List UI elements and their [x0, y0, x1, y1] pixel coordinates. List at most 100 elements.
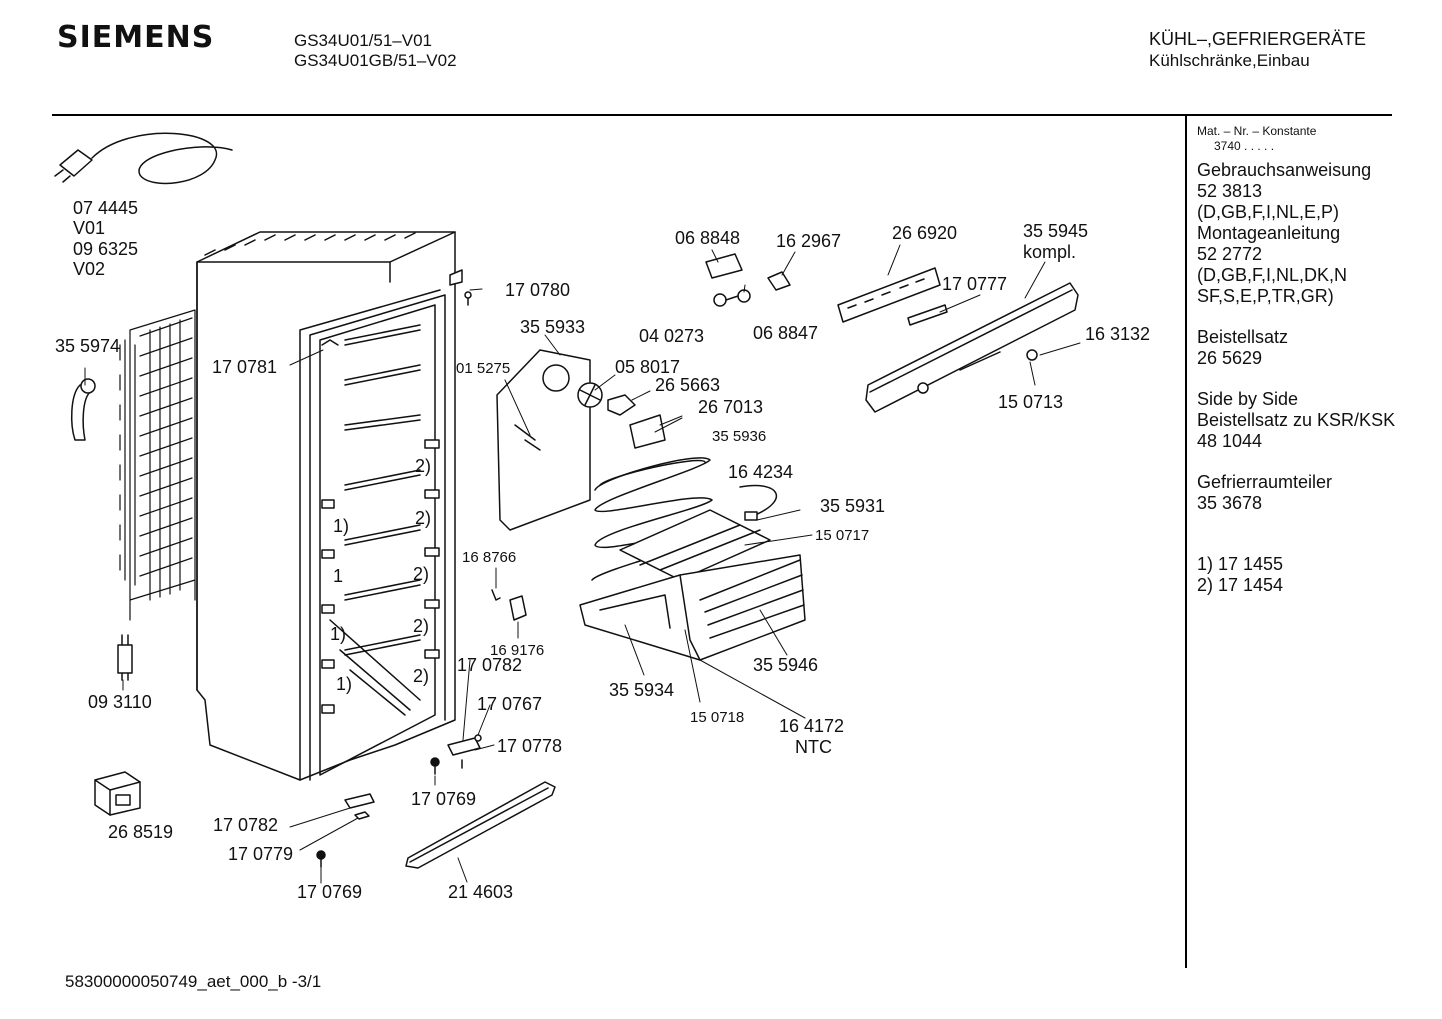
drawer-tray	[579, 554, 806, 661]
sidebar-line: (D,GB,F,I,NL,E,P)	[1197, 202, 1340, 222]
hinge-top	[449, 269, 472, 306]
footnote-marker: 1)	[330, 624, 346, 644]
part-label: 07 4445	[73, 198, 138, 218]
header-divider	[52, 114, 1392, 116]
part-label: 05 8017	[615, 357, 680, 377]
lamp-holder	[767, 271, 791, 291]
sidebar-line: Beistellsatz	[1197, 327, 1289, 347]
part-label: 26 7013	[698, 397, 763, 417]
sidebar-line: (D,GB,F,I,NL,DK,N	[1197, 265, 1348, 285]
door-handle	[405, 781, 556, 869]
category-line-2: Kühlschränke,Einbau	[1149, 51, 1310, 70]
control-panel	[865, 282, 1079, 413]
category-line-1: KÜHL–,GEFRIERGERÄTE	[1149, 29, 1367, 49]
part-label: 16 4172	[779, 716, 844, 736]
footnote-marker: 2)	[415, 456, 431, 476]
part-label: V02	[73, 259, 105, 279]
footnote-marker: 2)	[413, 616, 429, 636]
sidebar-line: Gefrierraumteiler	[1197, 472, 1333, 492]
part-label: kompl.	[1023, 242, 1076, 262]
footnote-marker: 1)	[336, 674, 352, 694]
model-numbers: GS34U01/51–V01 GS34U01GB/51–V02	[294, 31, 457, 71]
part-label: 26 6920	[892, 223, 957, 243]
sidebar-line: Beistellsatz zu KSR/KSK	[1197, 410, 1396, 430]
part-label: 15 0713	[998, 392, 1063, 412]
part-label: 15 0717	[815, 527, 869, 544]
part-label: 35 5931	[820, 496, 885, 516]
part-label: 09 3110	[88, 692, 152, 712]
sidebar-line: Gebrauchsanweisung	[1197, 160, 1372, 180]
part-label: 16 9176	[490, 642, 544, 659]
part-label: 09 6325	[73, 239, 138, 259]
part-label: 17 0767	[477, 694, 542, 714]
sidebar-divider	[1185, 116, 1187, 968]
small-board	[907, 304, 948, 326]
inner-housing	[619, 509, 771, 581]
air-duct-panel	[496, 349, 591, 531]
part-label: 16 3132	[1085, 324, 1150, 344]
part-label: V01	[73, 218, 105, 238]
part-label: 26 5663	[655, 375, 720, 395]
cabinet-body	[196, 231, 456, 781]
exploded-parts-diagram: 07 4445 V01 09 6325 V02 35 5974 09 3110 …	[54, 132, 1150, 902]
part-label: 17 0782	[457, 655, 522, 675]
power-cord	[54, 132, 233, 185]
sidebar: Mat. – Nr. – Konstante 3740 . . . . . Ge…	[1197, 124, 1395, 616]
part-label: 17 0769	[411, 789, 476, 809]
footnote-marker: 2)	[415, 508, 431, 528]
connector-block	[94, 771, 141, 816]
brand-logo: SIEMENS	[57, 20, 215, 55]
sidebar-line: 48 1044	[1197, 431, 1263, 451]
sidebar-line: 2) 17 1454	[1197, 575, 1284, 595]
part-label: 21 4603	[448, 882, 513, 902]
part-label: 06 8847	[753, 323, 818, 343]
footnote-marker: 1	[333, 566, 343, 586]
part-label: 16 8766	[462, 549, 516, 566]
drain-hose	[70, 378, 96, 441]
sidebar-line: 35 3678	[1197, 493, 1263, 513]
sidebar-block-side-by-side: Side by Side Beistellsatz zu KSR/KSK 48 …	[1197, 389, 1395, 452]
electronics-board	[837, 267, 941, 323]
sidebar-block-gefrierraumteiler: Gefrierraumteiler 35 3678	[1197, 472, 1395, 514]
model-line-2: GS34U01GB/51–V02	[294, 51, 457, 70]
part-label: 35 5945	[1023, 221, 1088, 241]
sidebar-line: 1) 17 1455	[1197, 554, 1284, 574]
part-label: 16 4234	[728, 462, 793, 482]
part-label: 26 8519	[108, 822, 173, 842]
leader-lines	[84, 244, 1081, 884]
footnote-marker: 1)	[333, 516, 349, 536]
part-label: 01 5275	[456, 360, 510, 377]
category-title: KÜHL–,GEFRIERGERÄTE Kühlschränke,Einbau	[1149, 29, 1366, 71]
part-label: NTC	[795, 737, 832, 757]
mat-label: Mat. – Nr. – Konstante	[1197, 124, 1317, 138]
mat-value: 3740 . . . . .	[1214, 139, 1275, 153]
hinge-small	[316, 793, 375, 868]
sidebar-line: 52 3813	[1197, 181, 1263, 201]
part-label: 17 0777	[942, 274, 1007, 294]
sidebar-block-footnotes: 1) 17 1455 2) 17 1454	[1197, 554, 1395, 596]
part-label: 04 0273	[639, 326, 704, 346]
part-label: 35 5934	[609, 680, 674, 700]
sidebar-block-beistellsatz: Beistellsatz 26 5629	[1197, 327, 1395, 369]
part-label: 17 0778	[497, 736, 562, 756]
part-label: 15 0718	[690, 709, 744, 726]
sidebar-line: Montageanleitung	[1197, 223, 1341, 243]
part-label: 06 8848	[675, 228, 740, 248]
control-knob	[1026, 349, 1038, 361]
part-labels: 07 4445 V01 09 6325 V02 35 5974 09 3110 …	[55, 198, 1150, 902]
switch-assembly	[705, 253, 751, 307]
sensor-small	[491, 589, 527, 621]
motor-bracket	[629, 414, 666, 449]
footnote-marker: 2)	[413, 564, 429, 584]
document-id: 58300000050749_aet_000_b -3/1	[65, 972, 322, 991]
sidebar-line: 52 2772	[1197, 244, 1263, 264]
sidebar-block-manuals: Gebrauchsanweisung 52 3813 (D,GB,F,I,NL,…	[1197, 160, 1395, 307]
part-label: 16 2967	[776, 231, 841, 251]
fan-motor	[607, 394, 636, 416]
part-label: 35 5946	[753, 655, 818, 675]
hinge-bottom	[430, 734, 482, 775]
sidebar-line: SF,S,E,P,TR,GR)	[1197, 286, 1334, 306]
sidebar-line: Side by Side	[1197, 389, 1299, 409]
part-label: 35 5936	[712, 428, 766, 445]
part-label: 35 5974	[55, 336, 120, 356]
